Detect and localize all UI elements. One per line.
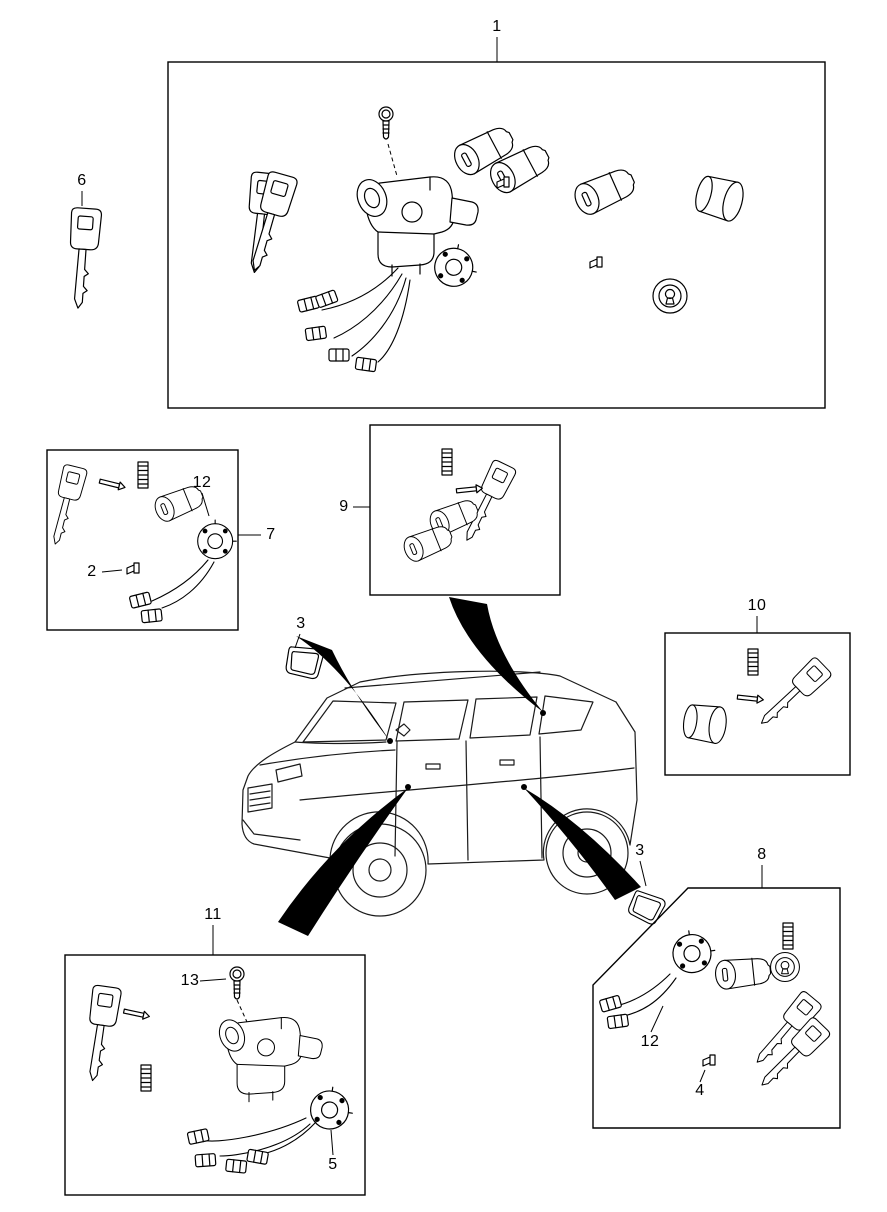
callout-13: 13 [180,972,200,989]
wiring-connector-icon [598,994,623,1013]
part-group-11 [64,954,366,1196]
wiring-connector-icon [186,1128,210,1146]
part-group-1 [167,61,826,409]
pointer-swoosh [449,597,543,712]
group-11-box [64,954,366,1196]
lock-face-icon [770,952,800,982]
callout-12-b: 12 [640,1033,660,1050]
callout-3-b: 3 [635,842,645,859]
wiring-connector-icon [140,608,163,624]
spring-icon [441,448,453,476]
group-1-box [167,61,826,409]
ignition-switch-icon [307,1083,357,1133]
callout-1: 1 [492,18,502,35]
callout-6: 6 [77,172,87,189]
callout-4: 4 [695,1082,705,1099]
location-dot [387,738,393,744]
wiring-connector-icon [128,591,153,609]
part-group-10 [664,632,851,776]
callout-11: 11 [204,906,222,923]
spring-icon [140,1064,152,1092]
key-icon [753,655,834,735]
key-icon [79,984,123,1084]
wiring-connector-icon [246,1148,270,1166]
callout-12-a: 12 [192,474,212,491]
screw-icon [378,106,394,140]
part-group-8 [592,887,841,1129]
pin-icon [455,483,484,496]
callout-2: 2 [87,563,97,580]
pin-icon [122,1006,151,1022]
wiring-connector-icon [304,325,328,342]
group-8-box [592,887,841,1129]
lock-cylinder-icon [569,163,640,219]
pin-icon [98,476,127,492]
ignition-switch-icon [669,926,718,976]
ignition-lock-assembly-icon [214,1015,323,1103]
cap-icon [691,172,748,224]
callout-8: 8 [757,846,767,863]
clip-icon [702,1054,716,1067]
wiring-connector-icon [225,1158,248,1174]
gasket-icon [626,889,667,927]
wiring-connector-icon [354,356,378,373]
pointer-swoosh [296,636,389,740]
lock-cylinder-icon [713,955,773,991]
ignition-switch-icon [430,240,482,292]
location-dot [540,710,546,716]
spring-icon [137,461,149,489]
location-dot [521,784,527,790]
pointer-swoosh [524,788,641,900]
spring-icon [782,922,794,950]
part-group-9 [369,424,561,596]
pin-icon [736,692,765,705]
group-10-box [664,632,851,776]
ignition-switch-icon [197,519,237,560]
wiring-connector-icon [606,1013,630,1030]
callout-5: 5 [328,1156,338,1173]
spring-icon [747,648,759,676]
callout-7: 7 [266,526,276,543]
callout-10: 10 [747,597,767,614]
callout-9: 9 [339,498,349,515]
cap-icon [680,701,729,746]
wiring-connector-icon [314,289,339,309]
part-group-7 [44,449,239,631]
clip-icon [126,562,140,575]
group-9-box [369,424,561,596]
key-icon [44,463,89,548]
wiring-connector-icon [328,348,350,362]
lock-face-icon [652,278,688,314]
group-7-box [46,449,239,631]
pointer-swoosh [278,788,408,936]
suv-illustration [241,597,641,936]
key-icon [64,206,103,310]
clip-icon [589,256,603,269]
callout-3-a: 3 [296,615,306,632]
screw-icon [229,966,245,1000]
wiring-connector-icon [194,1152,217,1168]
location-dot [405,784,411,790]
